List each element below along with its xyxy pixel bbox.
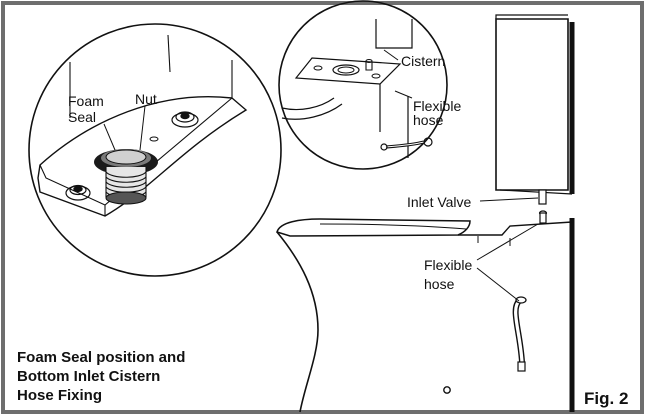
label-inlet-valve: Inlet Valve bbox=[407, 194, 472, 210]
caption-line-1: Foam Seal position and bbox=[17, 349, 186, 366]
cistern-inset bbox=[278, 0, 448, 170]
label-flexible-hose-top: Flexible hose bbox=[413, 98, 462, 128]
flexible-hose-side bbox=[512, 296, 527, 372]
figure-caption: Foam Seal position and Bottom Inlet Cist… bbox=[17, 348, 185, 405]
inlet-connector bbox=[538, 210, 548, 224]
threaded-inlet bbox=[105, 167, 147, 205]
foam-seal-inset bbox=[28, 23, 282, 277]
inlet-valve bbox=[538, 189, 547, 205]
label-nut: Nut bbox=[135, 91, 157, 107]
cistern-side bbox=[495, 14, 575, 195]
label-flexible-hose-bottom: Flexible hose bbox=[424, 257, 473, 292]
leader-lines-main bbox=[476, 197, 539, 302]
toilet-bowl bbox=[276, 218, 575, 413]
caption-line-3: Hose Fixing bbox=[17, 387, 103, 404]
leader-lines-inset bbox=[103, 105, 146, 151]
label-cistern: Cistern bbox=[401, 53, 446, 69]
label-foam-seal: Foam Seal bbox=[68, 93, 104, 125]
caption-line-2: Bottom Inlet Cistern bbox=[17, 368, 161, 385]
figure-number: Fig. 2 bbox=[584, 389, 629, 408]
